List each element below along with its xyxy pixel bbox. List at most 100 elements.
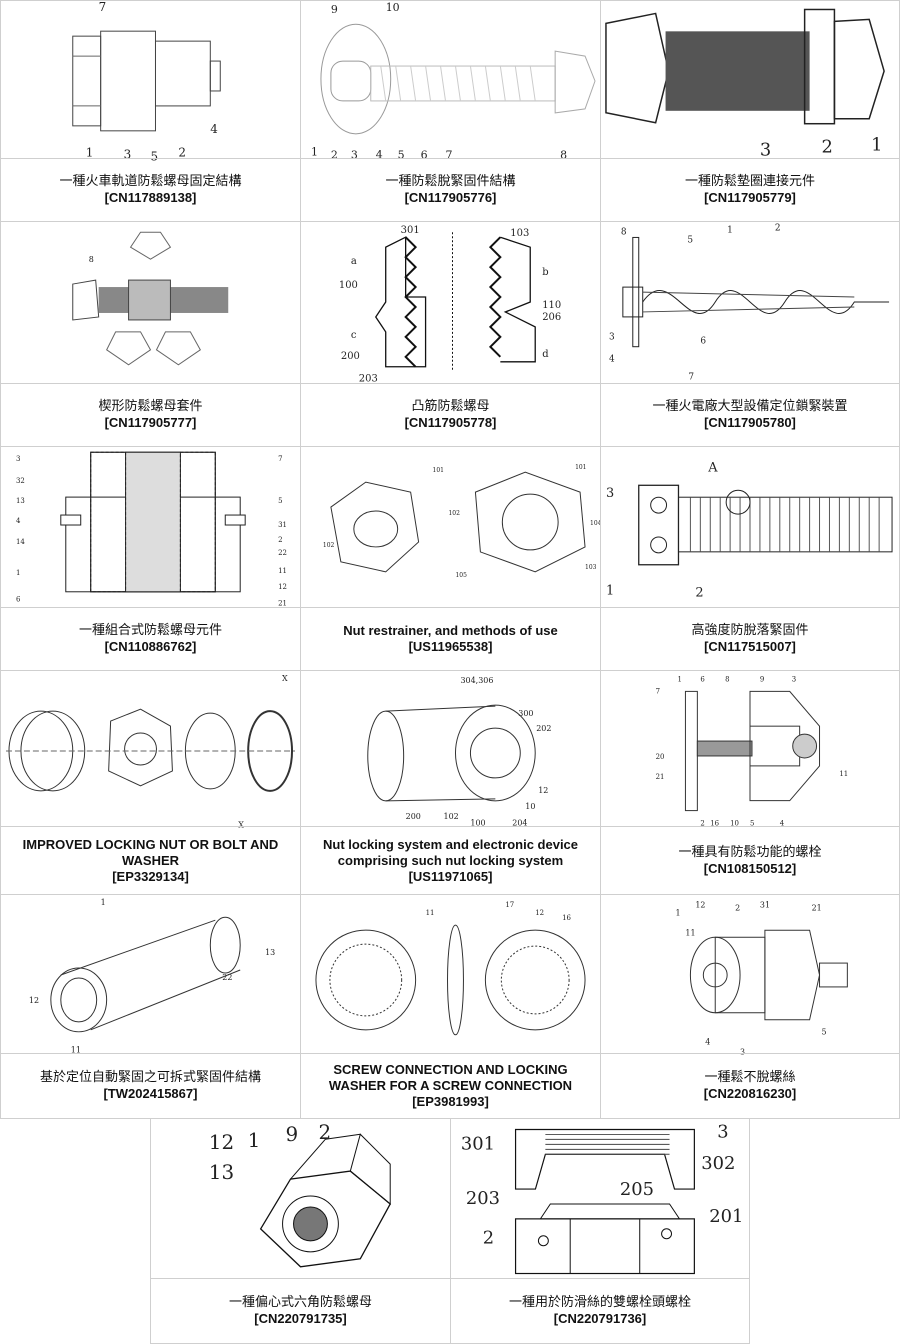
patent-drawing: 8: [1, 222, 300, 384]
patent-title[interactable]: Nut locking system and electronic device…: [301, 837, 600, 869]
patent-number[interactable]: [CN110886762]: [105, 639, 197, 655]
patent-card[interactable]: 1 12 2 31 21 11 4 3 5 一種鬆不脫螺絲 [CN2208162…: [600, 894, 900, 1119]
patent-number[interactable]: [CN117905779]: [704, 190, 796, 206]
patent-card[interactable]: A 3 1 2 高強度防脫落緊固件 [CN117515007]: [600, 446, 900, 671]
patent-number[interactable]: [CN117515007]: [704, 639, 796, 655]
patent-title[interactable]: 一種用於防滑絲的雙螺栓頭螺栓: [503, 1295, 697, 1311]
callout-label: 7: [99, 1, 107, 14]
patent-card[interactable]: 3 2 1 一種防鬆墊圈連接元件 [CN117905779]: [600, 0, 900, 222]
patent-title[interactable]: 一種鬆不脫螺絲: [698, 1070, 801, 1086]
callout-label: 9: [331, 3, 338, 16]
patent-card[interactable]: 301 3 302 203 205 201 2 一種用於防滑絲的雙螺栓頭螺栓 […: [450, 1118, 750, 1344]
callout-label: b: [542, 267, 548, 278]
patent-card[interactable]: 7 1 3 5 2 4 一種火車軌道防鬆螺母固定結構 [CN117889138]: [0, 0, 301, 222]
callout-label: 101: [433, 467, 444, 474]
callout-label: a: [351, 256, 357, 267]
patent-number[interactable]: [EP3981993]: [412, 1094, 489, 1110]
callout-label: 14: [16, 538, 25, 546]
patent-title[interactable]: SCREW CONNECTION AND LOCKING WASHER FOR …: [301, 1062, 600, 1094]
patent-card[interactable]: 3 7 32 13 5 4 31 14 2 22 1 11 12 6 21: [0, 446, 301, 671]
patent-title[interactable]: 一種組合式防鬆螺母元件: [73, 623, 228, 639]
callout-label: 13: [209, 1161, 234, 1184]
patent-card[interactable]: 8 楔形防鬆螺母套件 [CN117905777]: [0, 221, 301, 447]
callout-label: 5: [822, 1028, 827, 1037]
patent-number[interactable]: [TW202415867]: [104, 1086, 198, 1102]
callout-label: 103: [585, 564, 597, 571]
patent-card[interactable]: 7 1 6 8 9 3 20 21 2 16 10 5 4 11 一種具有防: [600, 670, 900, 895]
callout-label: 2: [695, 586, 703, 601]
callout-label: 9: [286, 1123, 299, 1146]
callout-label: 3: [792, 675, 796, 683]
callout-label: 12: [209, 1131, 234, 1154]
callout-label: 11: [278, 567, 287, 575]
patent-number[interactable]: [CN108150512]: [704, 861, 797, 877]
patent-card[interactable]: 12 1 9 2 13 一種偏心式六角防鬆螺母 [CN220791735]: [150, 1118, 451, 1344]
callout-label: 205: [620, 1179, 654, 1200]
callout-label: 2: [775, 223, 781, 233]
patent-number[interactable]: [CN220791736]: [554, 1311, 647, 1327]
patent-title[interactable]: 凸筋防鬆螺母: [405, 399, 495, 415]
callout-label: 4: [609, 355, 615, 365]
callout-label: X: [282, 674, 288, 683]
patent-number[interactable]: [CN220791735]: [254, 1311, 347, 1327]
callout-label: 32: [16, 477, 25, 485]
patent-number[interactable]: [EP3329134]: [112, 869, 189, 885]
patent-card[interactable]: 101 101 102 102 104 105 103 Nut restrain…: [300, 446, 601, 671]
callout-label: 110: [542, 300, 561, 311]
callout-label: 4: [210, 122, 218, 136]
callout-label: 105: [455, 572, 467, 579]
callout-label: 11: [685, 928, 695, 937]
callout-label: 101: [575, 464, 586, 471]
patent-drawing: 11 17 12 16: [301, 895, 600, 1056]
callout-label: 104: [590, 520, 600, 527]
patent-number[interactable]: [US11971065]: [409, 869, 493, 885]
patent-number[interactable]: [CN220816230]: [704, 1086, 797, 1102]
callout-label: 100: [339, 280, 358, 291]
callout-label: 201: [709, 1206, 743, 1227]
callout-label: 102: [323, 542, 335, 549]
patent-card[interactable]: 304,306 300 202 12 10 204 200 102 100 Nu…: [300, 670, 601, 895]
patent-drawing: 3 2 1: [601, 1, 899, 161]
callout-label: 102: [444, 812, 459, 821]
patent-title[interactable]: 一種火電廠大型設備定位鎖緊裝置: [646, 399, 853, 415]
callout-label: 6: [700, 337, 706, 347]
patent-card[interactable]: X X IMPROVED LOCKING NUT OR BOLT AND WAS…: [0, 670, 301, 895]
callout-label: 301: [461, 1133, 495, 1154]
patent-number[interactable]: [CN117905776]: [405, 190, 497, 206]
patent-card[interactable]: 1 13 22 12 11 基於定位自動緊固之可拆式緊固件結構 [TW20241…: [0, 894, 301, 1119]
callout-label: 13: [16, 497, 25, 505]
callout-label: 21: [656, 773, 665, 781]
patent-title[interactable]: 一種具有防鬆功能的螺栓: [672, 845, 827, 861]
patent-card[interactable]: 8 5 1 2 3 6 4 7 一種火電廠大型設備定位鎖緊裝置 [CN11790…: [600, 221, 900, 447]
patent-card[interactable]: 11 17 12 16 SCREW CONNECTION AND LOCKING…: [300, 894, 601, 1119]
patent-title[interactable]: 一種防鬆脫緊固件結構: [379, 174, 521, 190]
patent-title[interactable]: 高強度防脫落緊固件: [685, 623, 814, 639]
patent-card[interactable]: 9 10 1 2 3 4 5 6 7 8 一種防鬆脫緊固件結構 [CN11790…: [300, 0, 601, 222]
callout-label: 21: [812, 903, 822, 912]
patent-card[interactable]: 301 103 a b 100 110 206 c 200 d 203 凸筋防鬆…: [300, 221, 601, 447]
patent-title[interactable]: IMPROVED LOCKING NUT OR BOLT AND WASHER: [1, 837, 300, 869]
patent-title[interactable]: Nut restrainer, and methods of use: [337, 623, 564, 639]
callout-label: 5: [278, 497, 282, 505]
patent-title[interactable]: 一種火車軌道防鬆螺母固定結構: [53, 174, 247, 190]
callout-label: 4: [705, 1038, 710, 1047]
patent-number[interactable]: [CN117905777]: [105, 415, 197, 431]
callout-label: 1: [311, 146, 318, 159]
callout-label: A: [707, 460, 718, 475]
callout-label: 302: [701, 1153, 735, 1174]
patent-number[interactable]: [CN117905778]: [405, 415, 497, 431]
callout-label: 5: [687, 235, 693, 245]
patent-number[interactable]: [CN117905780]: [704, 415, 796, 431]
patent-number[interactable]: [US11965538]: [409, 639, 493, 655]
callout-label: 12: [278, 583, 287, 591]
patent-title[interactable]: 楔形防鬆螺母套件: [92, 399, 208, 415]
patent-title[interactable]: 一種偏心式六角防鬆螺母: [223, 1295, 378, 1311]
callout-label: 1: [248, 1129, 261, 1152]
callout-label: 1: [16, 569, 20, 577]
patent-title[interactable]: 一種防鬆墊圈連接元件: [679, 174, 821, 190]
patent-title[interactable]: 基於定位自動緊固之可拆式緊固件結構: [34, 1070, 267, 1086]
patent-number[interactable]: [CN117889138]: [105, 190, 197, 206]
callout-label: 2: [483, 1228, 494, 1249]
patent-drawing: 3 7 32 13 5 4 31 14 2 22 1 11 12 6 21: [1, 447, 300, 610]
callout-label: 1: [676, 908, 681, 917]
